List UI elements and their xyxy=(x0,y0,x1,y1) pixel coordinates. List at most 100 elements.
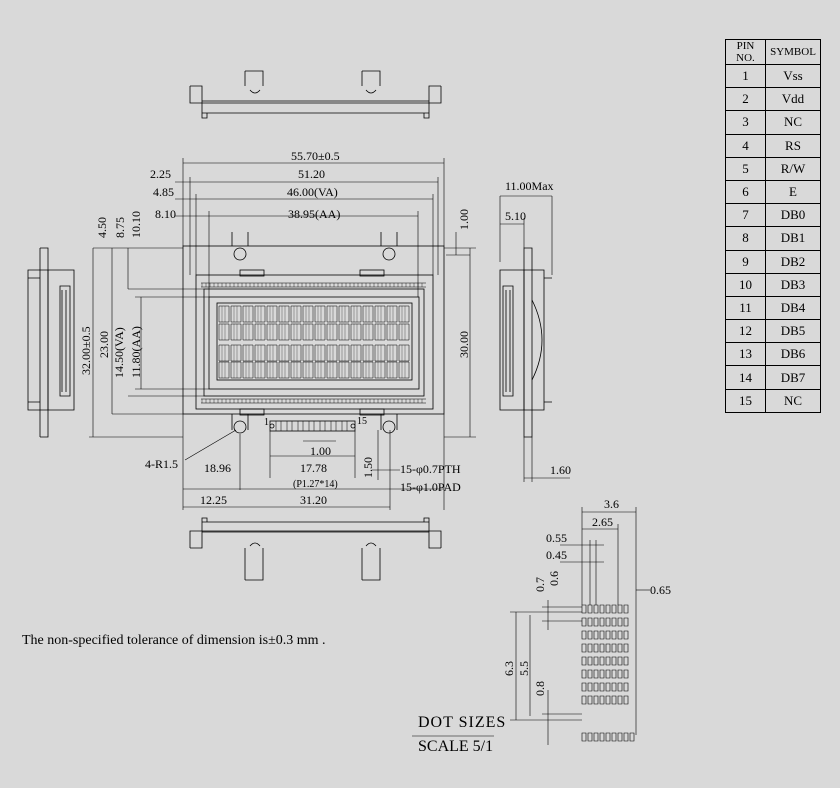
dim-pth: 15-φ0.7PTH xyxy=(400,462,461,476)
pin-1-label: 1 xyxy=(264,417,269,428)
dot-dim-0-6: 0.6 xyxy=(547,571,561,586)
dot-dim-0-45: 0.45 xyxy=(546,548,567,562)
dim-10-10: 10.10 xyxy=(129,211,143,238)
pin-symbol: E xyxy=(765,179,821,205)
pin-15-label: 15 xyxy=(357,416,367,427)
dot-dim-0-8: 0.8 xyxy=(533,681,547,696)
pin-symbol: R/W xyxy=(765,156,821,181)
dim-pin-pitch: 1.00 xyxy=(310,444,331,458)
pin-number: 7 xyxy=(725,203,766,228)
dim-va-height: 14.50(VA) xyxy=(112,327,126,378)
dot-dim-6-3: 6.3 xyxy=(502,661,516,676)
dim-overall-width: 55.70±0.5 xyxy=(291,149,340,163)
dot-dim-5-5: 5.5 xyxy=(517,661,531,676)
pin-symbol: DB2 xyxy=(765,249,821,274)
dim-radius: 4-R1.5 xyxy=(145,457,178,471)
scale-label: SCALE 5/1 xyxy=(418,738,494,755)
dim-1-50: 1.50 xyxy=(361,457,375,478)
pin-symbol: NC xyxy=(765,110,821,135)
pin-number: 15 xyxy=(725,388,766,413)
dim-4-85: 4.85 xyxy=(153,185,174,199)
left-side-view xyxy=(27,247,75,438)
pin-number: 4 xyxy=(725,133,766,158)
dot-dim-0-7: 0.7 xyxy=(533,577,547,592)
dot-dim-0-65: 0.65 xyxy=(650,583,671,597)
pin-number: 6 xyxy=(725,179,766,205)
pin-symbol: Vdd xyxy=(765,87,821,112)
dim-2-25: 2.25 xyxy=(150,167,171,181)
pin-symbol: DB1 xyxy=(765,226,821,251)
character-cells xyxy=(218,305,410,379)
pin-number: 2 xyxy=(725,87,766,112)
dim-8-10: 8.10 xyxy=(155,207,176,221)
dim-4-50: 4.50 xyxy=(95,217,109,238)
pin-number: 10 xyxy=(725,272,766,297)
dim-1-60: 1.60 xyxy=(550,463,571,477)
pin-number: 14 xyxy=(725,365,766,390)
pin-symbol: RS xyxy=(765,133,821,158)
dim-51-20: 51.20 xyxy=(298,167,325,181)
pin-number: 1 xyxy=(725,63,766,89)
pin-symbol: DB3 xyxy=(765,272,821,297)
dim-1-00-top: 1.00 xyxy=(457,209,471,230)
pin-table-header: PIN NO. SYMBOL xyxy=(725,39,821,65)
pin-number: 11 xyxy=(725,295,766,321)
dot-dim-0-55: 0.55 xyxy=(546,531,567,545)
dim-overall-height: 32.00±0.5 xyxy=(79,326,93,375)
dim-va-width: 46.00(VA) xyxy=(287,185,338,199)
dim-pin-span: 17.78 xyxy=(300,461,327,475)
dim-23-00: 23.00 xyxy=(97,331,111,358)
pin-no-header: PIN NO. xyxy=(725,39,766,65)
dim-12-25: 12.25 xyxy=(200,493,227,507)
dim-aa-width: 38.95(AA) xyxy=(288,207,341,221)
top-side-view xyxy=(189,70,442,119)
pin-symbol: NC xyxy=(765,388,821,413)
pin-symbol: DB6 xyxy=(765,342,821,367)
dimension-lines xyxy=(89,158,570,510)
dot-size-detail xyxy=(412,507,650,745)
pin-number: 9 xyxy=(725,249,766,274)
dim-max-thickness: 11.00Max xyxy=(505,179,554,193)
pin-number: 8 xyxy=(725,226,766,251)
pin-symbol: Vss xyxy=(765,63,821,89)
front-view xyxy=(182,232,445,434)
tolerance-note: The non-specified tolerance of dimension… xyxy=(22,633,326,648)
bottom-side-view xyxy=(189,517,442,581)
dot-dim-2-65: 2.65 xyxy=(592,515,613,529)
dim-aa-height: 11.80(AA) xyxy=(129,326,143,378)
pin-number: 5 xyxy=(725,156,766,181)
pin-symbol: DB7 xyxy=(765,365,821,390)
pin-symbol: DB5 xyxy=(765,319,821,344)
dim-30-00: 30.00 xyxy=(457,331,471,358)
dim-18-96: 18.96 xyxy=(204,461,231,475)
pin-number: 13 xyxy=(725,342,766,367)
dim-pad: 15-φ1.0PAD xyxy=(400,480,461,494)
dot-sizes-title: DOT SIZES xyxy=(418,714,507,731)
pin-symbol: DB4 xyxy=(765,295,821,321)
pin-symbol: DB0 xyxy=(765,203,821,228)
dim-pin-pitch-note: (P1.27*14) xyxy=(293,479,338,490)
dim-5-10: 5.10 xyxy=(505,209,526,223)
pin-number: 12 xyxy=(725,319,766,344)
pin-number: 3 xyxy=(725,110,766,135)
dim-8-75: 8.75 xyxy=(113,217,127,238)
dim-31-20: 31.20 xyxy=(300,493,327,507)
symbol-header: SYMBOL xyxy=(765,39,821,65)
